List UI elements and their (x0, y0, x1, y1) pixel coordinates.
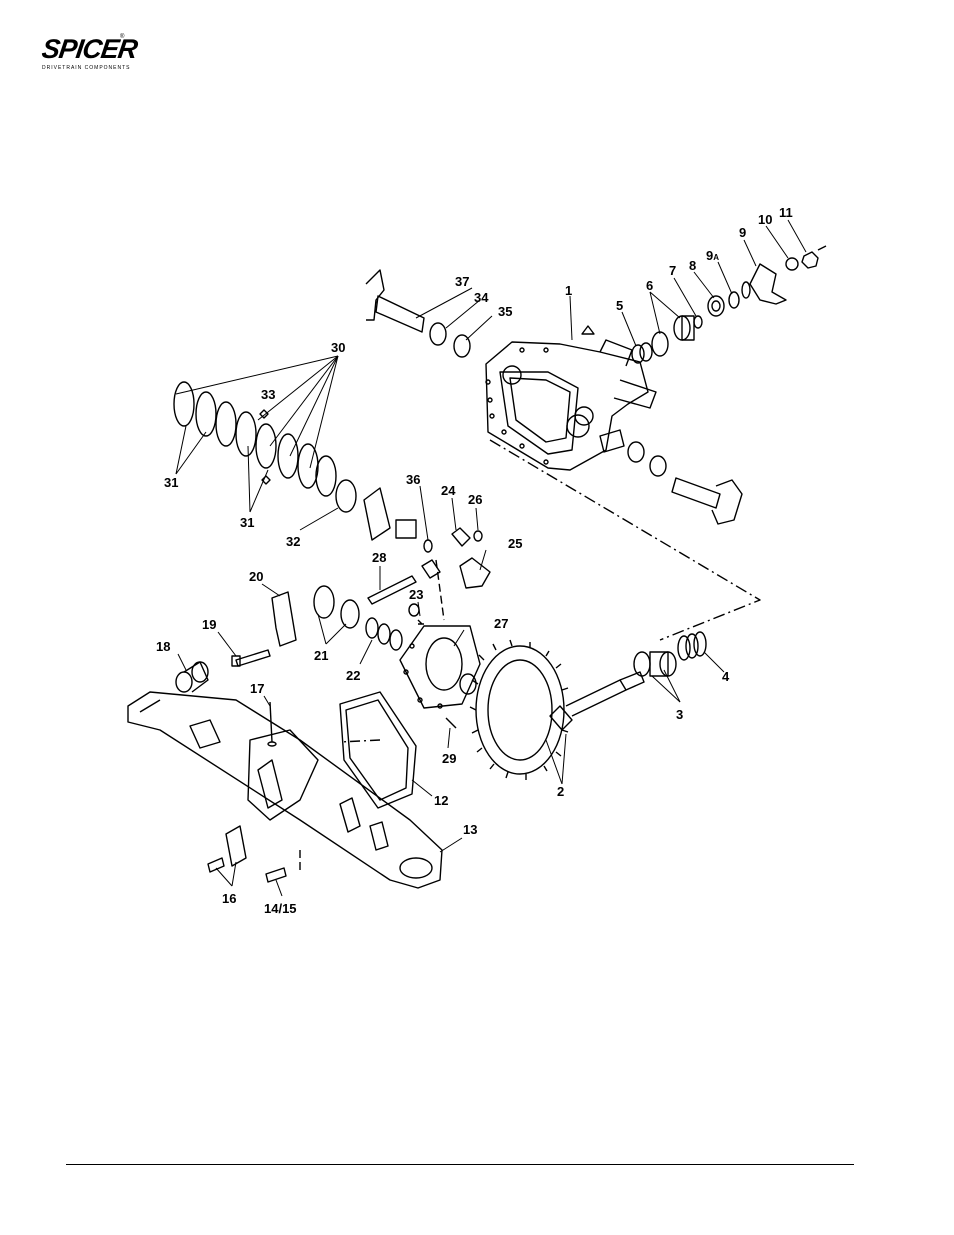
callout-7: 7 (669, 263, 676, 278)
registered-mark: ® (120, 34, 125, 40)
callout-10: 10 (758, 212, 772, 227)
callout-31-right: 31 (240, 515, 254, 530)
input-side-parts (631, 245, 827, 364)
callout-36: 36 (406, 472, 420, 487)
callout-19: 19 (202, 617, 216, 632)
callout-labels: 1 2 3 4 5 6 7 8 9A 9 10 11 12 13 14/15 1… (156, 205, 793, 916)
callout-12: 12 (434, 793, 448, 808)
callout-21: 21 (314, 648, 328, 663)
axle-shafts-part (365, 269, 743, 525)
callout-29: 29 (442, 751, 456, 766)
bushing-part (175, 661, 209, 693)
callout-4: 4 (722, 669, 730, 684)
callout-1: 1 (565, 283, 572, 298)
callout-17: 17 (250, 681, 264, 696)
bearing-cap-part (231, 585, 403, 667)
fasteners-part (207, 701, 287, 883)
callout-14-15: 14/15 (264, 901, 297, 916)
gasket-part (339, 691, 417, 809)
brand-tagline: DRIVETRAIN COMPONENTS (42, 65, 131, 71)
spicer-logo: SPICER ® DRIVETRAIN COMPONENTS (40, 34, 139, 78)
callout-33: 33 (261, 387, 275, 402)
callout-26: 26 (468, 492, 482, 507)
callout-2: 2 (557, 784, 564, 799)
callout-22: 22 (346, 668, 360, 683)
callout-30: 30 (331, 340, 345, 355)
callout-9: 9 (739, 225, 746, 240)
callout-23: 23 (409, 587, 423, 602)
clutch-plates-part (173, 381, 337, 497)
callout-27: 27 (494, 616, 508, 631)
diff-gears-part (335, 479, 491, 625)
ring-and-pinion-part (469, 639, 645, 780)
callout-37: 37 (455, 274, 469, 289)
callout-5: 5 (616, 298, 623, 313)
callout-32: 32 (286, 534, 300, 549)
axle-beam-part (127, 691, 443, 889)
footer-divider (66, 1164, 854, 1165)
callout-28: 28 (372, 550, 386, 565)
pinion-bearings-part (633, 631, 707, 677)
callout-18: 18 (156, 639, 170, 654)
callout-16: 16 (222, 891, 236, 906)
callout-25: 25 (508, 536, 522, 551)
callout-9a: 9A (706, 248, 719, 263)
leader-lines (175, 219, 807, 897)
callout-31-left: 31 (164, 475, 178, 490)
callout-34: 34 (474, 290, 489, 305)
callout-24: 24 (441, 483, 456, 498)
carrier-housing-part (485, 325, 657, 471)
callout-13: 13 (463, 822, 477, 837)
callout-8: 8 (689, 258, 696, 273)
callout-20: 20 (249, 569, 263, 584)
callout-3: 3 (676, 707, 683, 722)
pin-part (445, 717, 457, 729)
callout-35: 35 (498, 304, 512, 319)
callout-11: 11 (779, 205, 793, 220)
callout-6: 6 (646, 278, 653, 293)
diff-case-part (399, 625, 481, 709)
